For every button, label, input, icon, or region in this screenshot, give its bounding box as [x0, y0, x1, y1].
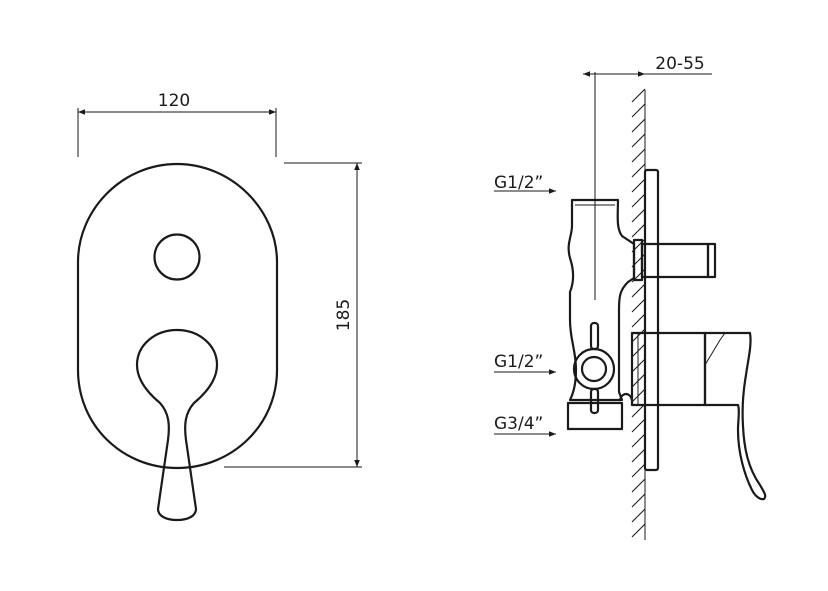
inlet-fitting-inner: [580, 355, 608, 383]
cover-plate-side: [643, 168, 660, 472]
diverter-spindle-end: [706, 242, 717, 279]
lever-handle-outline: [135, 328, 219, 522]
lever-handle-joint: [704, 332, 726, 366]
diverter-spindle: [640, 242, 710, 279]
cartridge-housing: [630, 331, 707, 407]
depth-label: 20-55: [655, 54, 704, 74]
inlet-fitting-bottom-stub: [589, 387, 600, 415]
outlet-nut: [566, 401, 624, 431]
valve-body: [567, 198, 636, 402]
outlet-stub: [618, 392, 634, 402]
lever-handle-side: [703, 331, 767, 501]
height-label: 185: [334, 299, 354, 331]
inlet-fitting-top-stub: [589, 321, 600, 351]
outlet-label: G3/4”: [494, 414, 543, 434]
inlet-fitting-outer: [572, 347, 616, 391]
diverter-knob: [153, 233, 201, 281]
cover-plate-outline: [76, 162, 279, 470]
side-view: 20-55 G1/2” G1/2” G3/4”: [494, 54, 767, 540]
width-label: 120: [158, 91, 190, 111]
front-view: 120 185: [76, 91, 362, 522]
inlet-top-label: G1/2”: [494, 173, 543, 193]
inlet-mid-label: G1/2”: [494, 352, 543, 372]
wall-hatching: [631, 88, 646, 538]
